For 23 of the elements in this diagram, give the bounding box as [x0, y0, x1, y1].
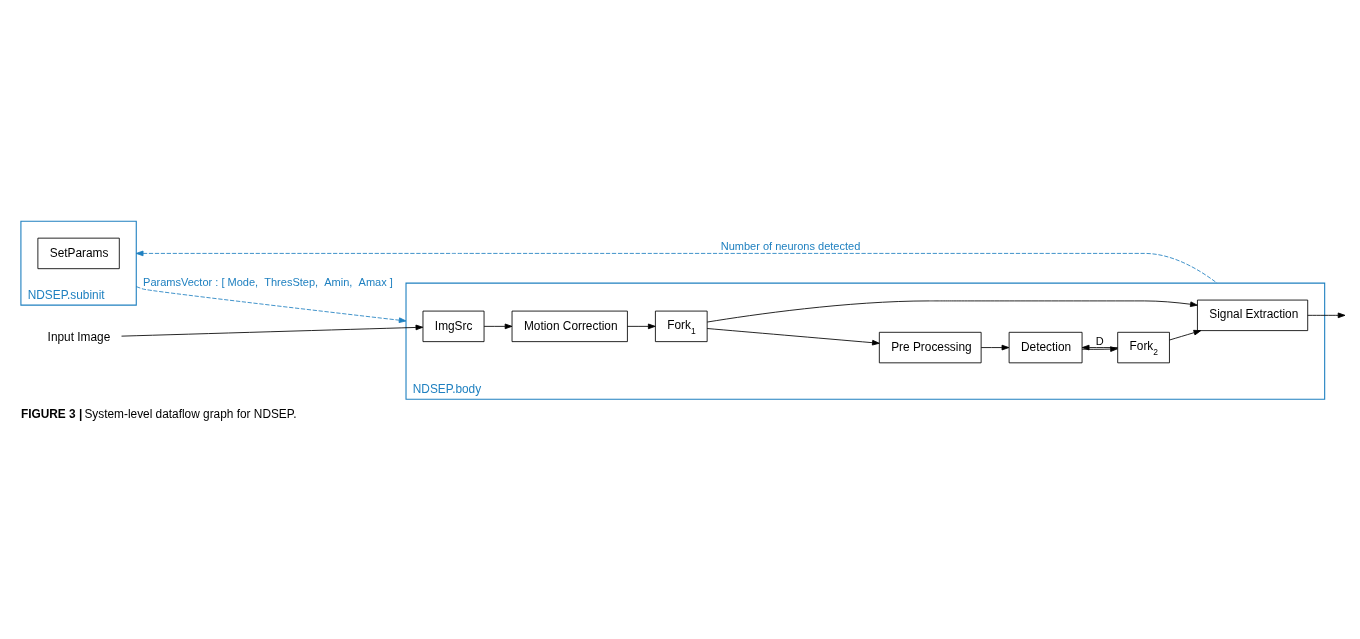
node-box: Pre Processing — [878, 331, 982, 363]
arrow — [135, 285, 407, 323]
edge-label: ParamsVector : [ Mode, ThresStep, Amin, Amax ] — [143, 275, 393, 288]
arrow — [706, 300, 1198, 322]
node-box: ImgSrc — [422, 310, 485, 342]
node-text: Input Image — [47, 329, 111, 344]
node-box: SetParams — [37, 237, 120, 269]
edge-label: Number of neurons detected — [720, 239, 861, 252]
node-box: Fork$_{2}$ — [1117, 331, 1170, 363]
arrow — [121, 324, 424, 337]
node-box: Signal Extraction — [1197, 299, 1309, 331]
arrow — [706, 327, 880, 345]
arrow — [627, 323, 656, 329]
node-box: Detection — [1008, 331, 1083, 363]
node-box: Motion Correction — [511, 310, 628, 342]
arrow — [980, 344, 1010, 350]
arrow — [1169, 329, 1202, 340]
caption: FIGURE 3 | System-level dataflow graph for NDSEP. — [20, 406, 297, 421]
arrow — [135, 250, 1218, 284]
node-box: Fork$_{1}$ — [654, 310, 708, 342]
edge-label: D — [1095, 334, 1104, 347]
arrow — [483, 323, 513, 329]
arrow — [1307, 312, 1346, 318]
